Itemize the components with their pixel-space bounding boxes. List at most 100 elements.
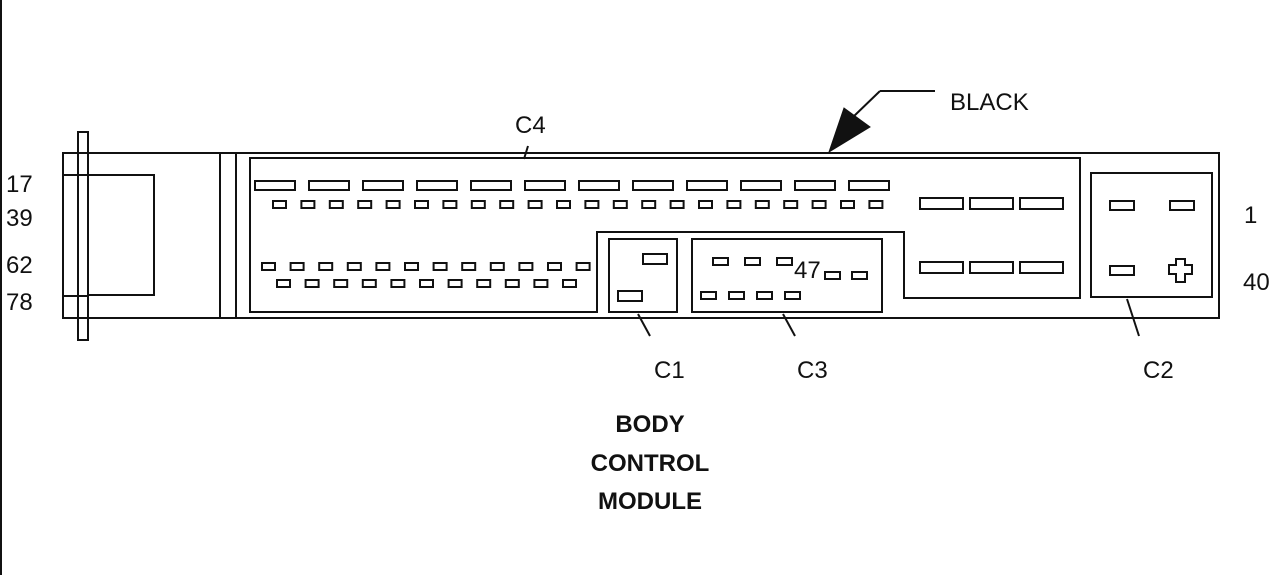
c4-small-terminals-row-upper	[272, 200, 884, 209]
terminal-cavity	[728, 291, 745, 300]
terminal-cavity	[447, 279, 463, 288]
c3-leader-line	[782, 313, 796, 337]
terminal-cavity	[357, 200, 373, 209]
terminal-cavity	[318, 262, 334, 271]
c4-large-terminals-row	[254, 180, 890, 191]
terminal-cavity	[375, 262, 391, 271]
terminal-cavity	[840, 200, 855, 209]
terminal-cavity	[547, 262, 562, 271]
connector-label-c2: C2	[1143, 357, 1174, 384]
pin-label-62: 62	[6, 252, 33, 279]
terminal-cavity	[642, 253, 668, 265]
pin-label-1: 1	[1244, 202, 1257, 229]
terminal-cavity	[362, 180, 404, 191]
terminal-cavity	[641, 200, 657, 209]
terminal-cavity	[776, 257, 793, 266]
c4-power-terminals	[919, 197, 1064, 274]
pin-label-17: 17	[6, 171, 33, 198]
terminal-cavity	[612, 200, 628, 209]
color-callout-label: BLACK	[950, 89, 1029, 116]
pin-label-78: 78	[6, 289, 33, 316]
terminal-cavity	[754, 200, 770, 209]
pin-label-40: 40	[1243, 269, 1270, 296]
polarization-key-icon	[1168, 258, 1193, 283]
terminal-cavity	[686, 180, 728, 191]
terminal-cavity	[700, 291, 717, 300]
terminal-cavity	[1019, 261, 1064, 274]
c2-terminals	[1109, 200, 1195, 276]
latch-cover-top	[62, 152, 89, 176]
terminal-cavity	[783, 200, 799, 209]
terminal-cavity	[868, 200, 884, 209]
terminal-cavity	[499, 200, 515, 209]
terminal-cavity	[261, 262, 276, 271]
latch-cover-bottom	[62, 295, 89, 319]
c4-small-terminals-row-middle	[261, 262, 591, 271]
terminal-cavity	[470, 180, 512, 191]
terminal-cavity	[848, 180, 890, 191]
connector-c4-outline	[249, 157, 1081, 313]
terminal-cavity	[811, 200, 827, 209]
terminal-cavity	[851, 271, 868, 280]
c4-small-terminals-row-lower	[276, 279, 577, 288]
terminal-cavity	[1109, 200, 1135, 211]
callout-leader-diagonal	[851, 90, 881, 119]
terminal-cavity	[276, 279, 291, 288]
terminal-cavity	[385, 200, 401, 209]
terminal-cavity	[432, 262, 448, 271]
c2-leader-line	[1126, 298, 1140, 337]
terminal-cavity	[575, 262, 591, 271]
terminal-cavity	[669, 200, 685, 209]
terminal-cavity	[361, 279, 377, 288]
terminal-cavity	[712, 257, 729, 266]
terminal-cavity	[632, 180, 674, 191]
callout-arrow-icon	[828, 107, 871, 154]
terminal-cavity	[969, 261, 1014, 274]
module-title-line-2: CONTROL	[591, 450, 710, 477]
latch-tab	[77, 131, 89, 341]
terminal-cavity	[328, 200, 344, 209]
terminal-cavity	[419, 279, 434, 288]
terminal-cavity	[414, 200, 429, 209]
connector-label-c3: C3	[797, 357, 828, 384]
terminal-cavity	[442, 200, 458, 209]
terminal-cavity	[527, 200, 543, 209]
connector-c2-outline	[1090, 172, 1213, 298]
terminal-cavity	[562, 279, 577, 288]
terminal-cavity	[533, 279, 549, 288]
terminal-cavity	[584, 200, 600, 209]
c3-terminals	[700, 257, 868, 300]
terminal-cavity	[518, 262, 534, 271]
terminal-cavity	[470, 200, 486, 209]
terminal-cavity	[461, 262, 477, 271]
terminal-cavity	[578, 180, 620, 191]
c1-terminals	[617, 253, 668, 302]
connector-label-c4: C4	[515, 112, 546, 139]
terminal-cavity	[404, 262, 419, 271]
terminal-cavity	[824, 271, 841, 280]
terminal-cavity	[476, 279, 492, 288]
c1-leader-line	[637, 313, 651, 337]
terminal-cavity	[1169, 200, 1195, 211]
terminal-cavity	[726, 200, 742, 209]
module-title-line-1: BODY	[615, 411, 684, 438]
connector-c3-outline	[691, 238, 883, 313]
terminal-cavity	[346, 262, 362, 271]
terminal-cavity	[308, 180, 350, 191]
terminal-cavity	[617, 290, 643, 302]
terminal-cavity	[969, 197, 1014, 210]
c4-leader-line	[523, 145, 529, 160]
terminal-cavity	[300, 200, 316, 209]
terminal-cavity	[272, 200, 287, 209]
pin-label-47: 47	[794, 257, 821, 284]
terminal-cavity	[1109, 265, 1135, 276]
terminal-cavity	[919, 261, 964, 274]
terminal-cavity	[504, 279, 520, 288]
terminal-cavity	[390, 279, 406, 288]
terminal-cavity	[556, 200, 571, 209]
terminal-cavity	[524, 180, 566, 191]
terminal-cavity	[289, 262, 305, 271]
terminal-cavity	[784, 291, 801, 300]
